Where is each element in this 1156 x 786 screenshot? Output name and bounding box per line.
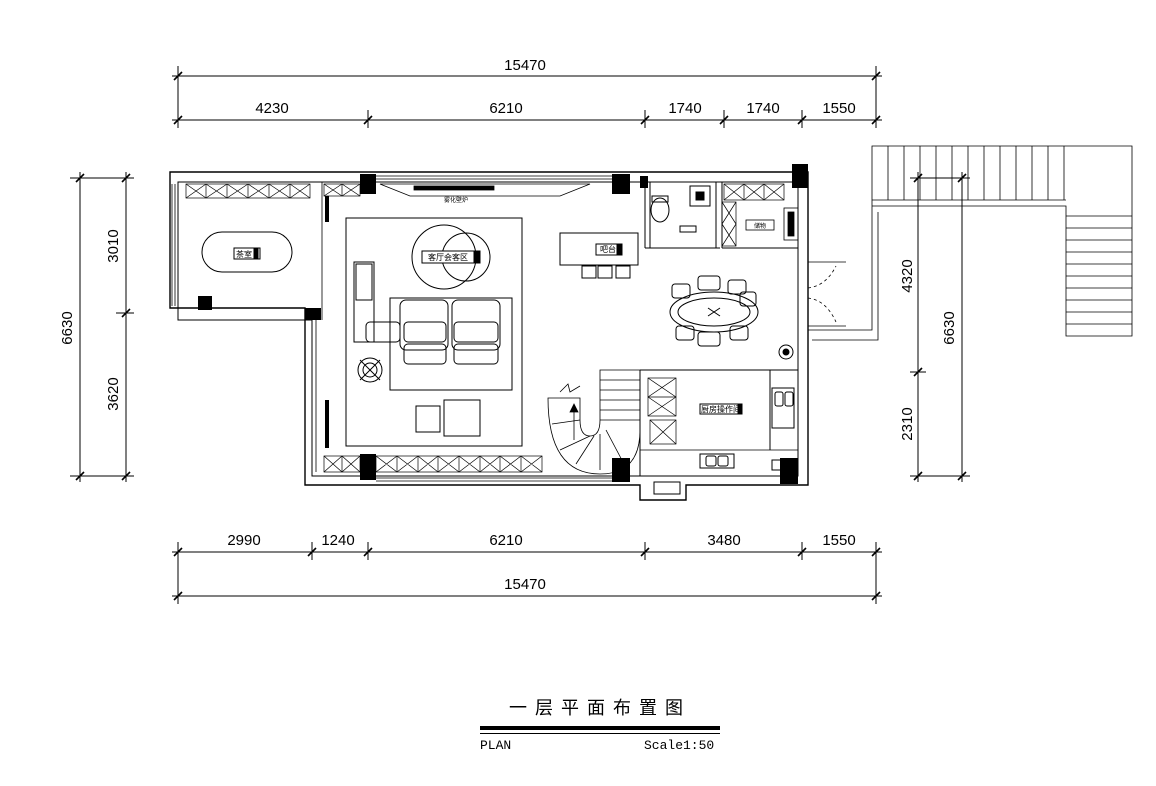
- bottom-dimensions: [172, 542, 882, 604]
- dim-right-2: 2310: [899, 407, 916, 440]
- drawing-title: 一层平面布置图: [509, 698, 691, 719]
- plant-icon: [778, 344, 794, 360]
- kitchen-fixtures: [653, 387, 795, 495]
- dim-bottom-4: 3480: [707, 532, 740, 549]
- dim-top-2: 6210: [489, 100, 522, 117]
- exterior-deck-stairs: [808, 145, 1133, 341]
- dim-bottom-5: 1550: [822, 532, 855, 549]
- bar-label: 吧台: [600, 244, 616, 254]
- dim-bottom-1: 2990: [227, 532, 260, 549]
- dim-left-1: 3010: [105, 229, 122, 262]
- dim-top-total: 15470: [504, 57, 546, 74]
- cabinets: [185, 183, 785, 473]
- title-underline-thin: [480, 733, 720, 734]
- tea-table: [201, 231, 293, 273]
- dim-bottom-2: 1240: [321, 532, 354, 549]
- top-dimensions: [172, 66, 882, 128]
- living-room-label: 客厅会客区: [428, 252, 468, 262]
- dim-right-total: 6630: [941, 311, 958, 344]
- dim-top-4: 1740: [746, 100, 779, 117]
- dim-right-1: 4320: [899, 259, 916, 292]
- staircase: [547, 369, 641, 475]
- bathroom-fixtures: [650, 185, 711, 233]
- storage-box: [745, 207, 799, 241]
- dining-table: [669, 275, 759, 347]
- right-dimensions: [910, 172, 970, 482]
- columns: [198, 164, 808, 484]
- fireplace-label: 雾化壁炉: [444, 196, 468, 204]
- floor-plan-drawing: 15470 4230 6210 1740 1740 1550 2990 1240…: [59, 57, 1133, 604]
- dim-left-2: 3620: [105, 377, 122, 410]
- scale-label: Scale1:50: [644, 738, 715, 753]
- dim-top-5: 1550: [822, 100, 855, 117]
- bar-counter: [559, 232, 639, 279]
- kitchen-label: 厨房操作间: [701, 404, 741, 414]
- entry-doors: [807, 256, 846, 330]
- storage-label: 储物: [754, 222, 766, 230]
- living-room-furniture: [345, 217, 523, 447]
- left-dimensions: [70, 172, 134, 482]
- dim-bottom-total: 15470: [504, 576, 546, 593]
- plan-label: PLAN: [480, 738, 512, 753]
- tea-room-label: 茶室: [236, 249, 252, 259]
- fireplace-wall: [379, 183, 591, 197]
- dim-left-total: 6630: [59, 311, 76, 344]
- title-underline: [480, 726, 720, 730]
- walls: [169, 171, 809, 501]
- dim-top-1: 4230: [255, 100, 288, 117]
- curtain-markers: [325, 196, 329, 448]
- dim-bottom-3: 6210: [489, 532, 522, 549]
- windows: [171, 175, 612, 482]
- dim-top-3: 1740: [668, 100, 701, 117]
